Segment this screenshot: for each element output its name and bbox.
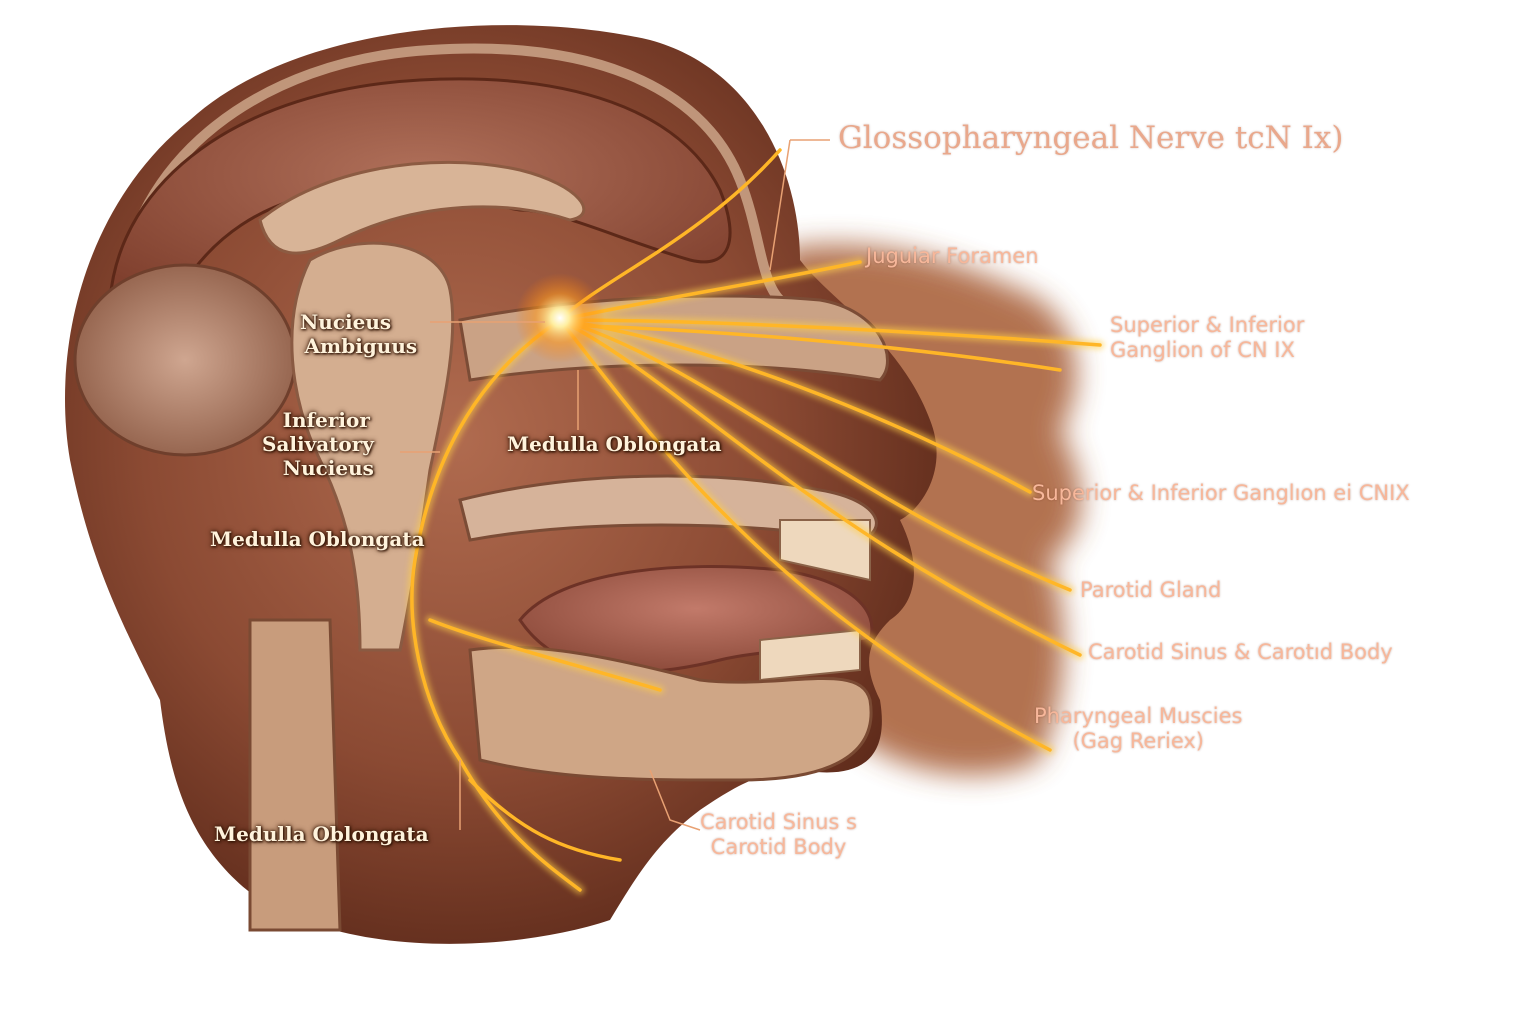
nerve-branches — [410, 148, 1102, 892]
label-inferior-salivatory-line-2: Salivatory — [262, 432, 374, 456]
label-nucleus-ambiguus-line-2: Ambiguus — [304, 334, 418, 358]
nerve-branch-pharyngeal — [558, 318, 1052, 752]
label-carotid-bottom-line-2: Carotid Body — [710, 835, 847, 860]
diagram-title: Glossopharyngeal Nerve tcN Ix) — [838, 120, 1344, 156]
label-nucleus-ambiguus-line-1: Nucieus — [300, 310, 392, 334]
label-ganglion-1: Superior & Inferior Ganglion of CN IX — [1110, 313, 1304, 363]
label-nucleus-ambiguus: Nucieus Ambiguus — [300, 310, 417, 358]
nerve-branch-parotid — [558, 318, 1072, 592]
label-inferior-salivatory-line-3: Nucieus — [282, 456, 374, 480]
label-pharyngeal-line-2: (Gag Reriex) — [1072, 729, 1204, 754]
spinal-column — [248, 618, 342, 932]
label-medulla-bottom: Medulla Oblongata — [214, 822, 429, 846]
jaw-tissue — [468, 645, 873, 782]
label-carotid-bottom-line-1: Carotid Sinus s — [700, 810, 857, 834]
leader-lines — [400, 139, 830, 831]
nerve-branch-lower — [468, 778, 622, 862]
nerve-branch-ganglion-1b — [558, 323, 1062, 372]
leader-title-drop — [769, 139, 791, 271]
label-ganglion-1-line-2: Ganglion of CN IX — [1110, 338, 1295, 363]
label-medulla-center: Medulla Oblongata — [507, 432, 722, 456]
leader-carotid-bottom — [649, 769, 701, 831]
teeth — [759, 519, 871, 682]
label-jugular-foramen: Juguiar Foramen — [866, 244, 1039, 268]
nerve-branch-ganglion-1 — [558, 318, 1102, 347]
label-carotid-right: Carotid Sinus & Carotıd Body — [1088, 640, 1393, 664]
label-ganglion-2: Superior & Inferior Ganglıon ei CNIX — [1032, 481, 1410, 505]
nerve-origin-glow — [515, 273, 605, 363]
corpus-callosum — [258, 160, 586, 255]
skull-rim — [115, 43, 784, 304]
label-pharyngeal: Pharyngeal Muscies (Gag Reriex) — [1034, 704, 1242, 754]
cerebrum — [108, 77, 732, 320]
label-medulla-left: Medulla Oblongata — [210, 527, 425, 551]
nerve-branch-carotid-right — [558, 318, 1082, 657]
label-parotid-gland: Parotid Gland — [1080, 578, 1222, 602]
hard-palate — [458, 474, 878, 542]
label-ganglion-1-line-1: Superior & Inferior — [1110, 313, 1305, 337]
nerve-branch-descending — [410, 318, 582, 892]
nerve-branch-tongue — [428, 618, 662, 692]
label-inferior-salivatory-line-1: Inferior — [282, 408, 370, 432]
label-inferior-salivatory: Inferior Salivatory Nucieus — [262, 408, 374, 480]
label-carotid-bottom: Carotid Sinus s Carotid Body — [700, 810, 857, 860]
label-pharyngeal-line-1: Pharyngeal Muscies — [1034, 704, 1243, 728]
nerve-branch-ganglion-2 — [558, 318, 1032, 494]
